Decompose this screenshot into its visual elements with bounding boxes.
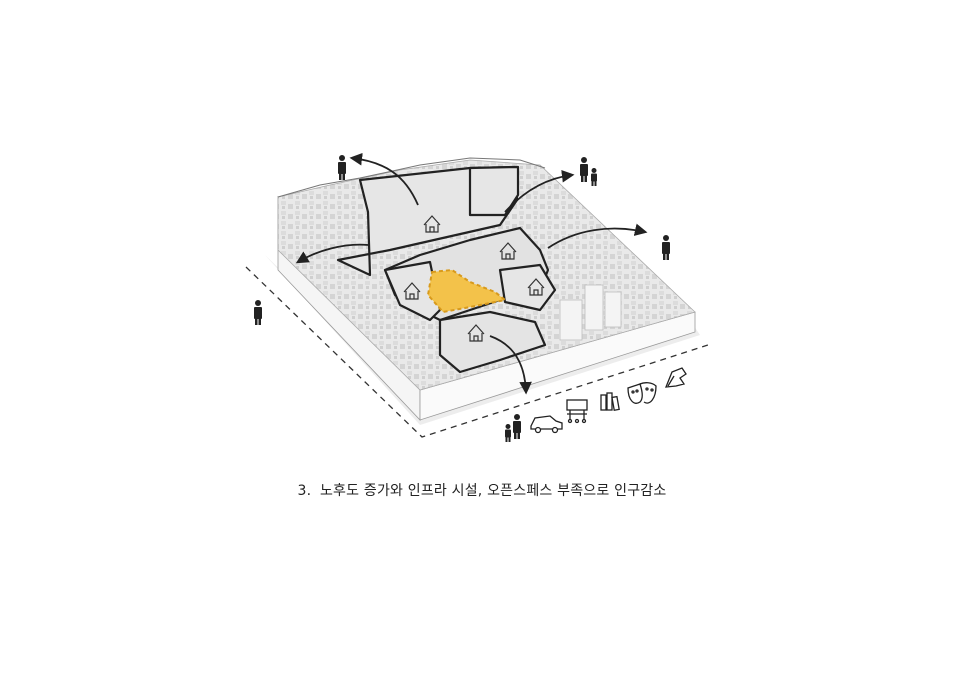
person-icon	[254, 155, 670, 442]
caption-number: 3.	[297, 483, 312, 499]
caption: 3. 노후도 증가와 인프라 시설, 오픈스페스 부족으로 인구감소	[0, 480, 960, 500]
books-icon	[600, 392, 620, 411]
car-icon	[530, 415, 563, 434]
highlighted-lot	[426, 268, 508, 314]
theater-masks-icon	[627, 382, 657, 404]
art-icon	[664, 367, 687, 388]
house-icon	[403, 215, 545, 342]
caption-text: 노후도 증가와 인프라 시설, 오픈스페스 부족으로 인구감소	[319, 483, 667, 499]
site-boundary	[245, 266, 712, 438]
hill-ridge	[277, 157, 546, 198]
bench-icon	[566, 399, 588, 424]
migration-arrows	[295, 152, 648, 395]
